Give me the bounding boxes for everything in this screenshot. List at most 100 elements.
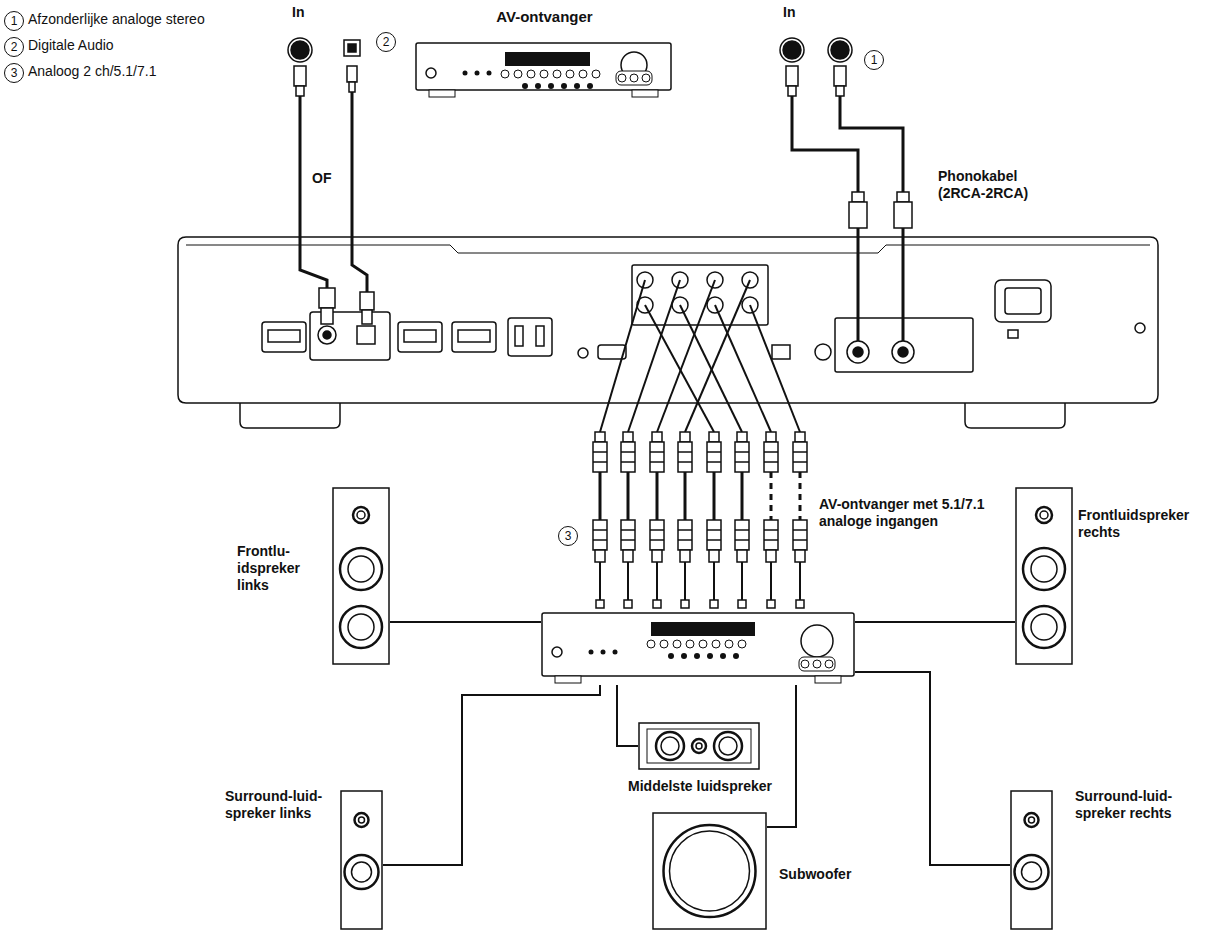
drawing-part xyxy=(1025,813,1039,827)
drawing-part xyxy=(836,86,844,96)
drawing-part xyxy=(645,305,714,432)
drawing-part xyxy=(712,640,720,648)
speaker-drawing xyxy=(1010,790,1053,930)
label: In xyxy=(292,4,304,21)
drawing-part xyxy=(710,600,718,608)
drawing-part xyxy=(353,507,369,523)
drawing-part xyxy=(892,341,914,363)
drawing-part xyxy=(680,305,742,432)
drawing-part xyxy=(262,322,306,352)
channel-jacks xyxy=(637,272,758,313)
drawing-part xyxy=(735,520,749,550)
drawing-part xyxy=(799,472,802,520)
drawing-part xyxy=(714,732,742,760)
drawing-part xyxy=(592,70,600,78)
drawing-part xyxy=(653,813,766,929)
drawing-part xyxy=(735,442,749,472)
callout-number: 1 xyxy=(864,50,884,70)
drawing-part xyxy=(670,831,750,911)
drawing-part xyxy=(501,70,509,78)
drawing-part xyxy=(678,442,692,472)
drawing-part xyxy=(898,347,908,357)
drawing-part xyxy=(621,442,635,472)
drawing-part xyxy=(678,452,692,462)
callout-number: 3 xyxy=(4,63,24,83)
drawing-part xyxy=(404,330,436,342)
drawing-part xyxy=(552,647,562,657)
node-label: Surround-luid- spreker links xyxy=(224,788,336,822)
drawing-part xyxy=(348,44,356,52)
drawing-part xyxy=(1005,288,1041,314)
drawing-part xyxy=(589,650,594,655)
drawing-part xyxy=(707,442,721,472)
drawing-part xyxy=(831,41,849,59)
player-rear-panel xyxy=(178,237,1158,428)
drawing-part xyxy=(725,640,733,648)
multichannel-cables xyxy=(593,280,807,608)
drawing-part xyxy=(574,83,580,89)
drawing-part xyxy=(793,530,807,540)
node-label: AV-ontvanger xyxy=(415,8,674,25)
drawing-part xyxy=(793,452,807,462)
speaker-wire xyxy=(617,685,638,746)
speaker: Frontlu- idspreker links xyxy=(332,487,390,665)
drawing-part xyxy=(357,326,375,344)
drawing-part xyxy=(750,305,800,432)
drawing-part xyxy=(709,550,719,562)
drawing-part xyxy=(452,322,496,352)
drawing-part xyxy=(737,432,747,442)
drawing-part xyxy=(616,71,652,85)
speaker: Surround-luid- spreker rechts xyxy=(1010,790,1053,930)
drawing-part xyxy=(737,550,747,562)
drawing-part xyxy=(632,265,768,325)
drawing-part xyxy=(965,400,1065,428)
drawing-part xyxy=(894,202,912,228)
drawing-part xyxy=(767,600,775,608)
drawing-part xyxy=(348,556,374,582)
drawing-part xyxy=(793,442,807,472)
subwoofer-drawing xyxy=(652,812,767,930)
drawing-part xyxy=(1015,855,1049,889)
drawing-part xyxy=(840,96,903,192)
drawing-part xyxy=(686,640,694,648)
drawing-part xyxy=(527,70,535,78)
drawing-part xyxy=(561,83,567,89)
drawing-part xyxy=(1029,817,1035,823)
drawing-part xyxy=(772,345,790,359)
drawing-part xyxy=(341,791,382,929)
callout-number: 1 xyxy=(4,11,24,31)
drawing-part xyxy=(596,600,604,608)
phono-cables xyxy=(780,38,912,341)
speaker-wire xyxy=(383,685,600,865)
drawing-part xyxy=(340,606,382,648)
av-receiver-drawing xyxy=(415,42,672,99)
drawing-part xyxy=(852,192,864,202)
drawing-part xyxy=(713,472,716,520)
av-receiver-drawing xyxy=(541,612,855,685)
drawing-part xyxy=(694,653,700,659)
drawing-part xyxy=(897,192,909,202)
drawing-part xyxy=(595,550,605,562)
drawing-part xyxy=(766,432,776,442)
drawing-part xyxy=(1011,791,1052,929)
speaker: Middelste luidspreker xyxy=(638,722,760,770)
drawing-part xyxy=(720,653,726,659)
speaker: Frontluidspreker rechts xyxy=(1015,487,1073,665)
drawing-part xyxy=(578,348,588,358)
drawing-part xyxy=(357,511,365,519)
drawing-part xyxy=(426,68,436,78)
drawing-part xyxy=(652,432,662,442)
drawing-part xyxy=(699,640,707,648)
drawing-part xyxy=(613,650,618,655)
label: Afzonderlijke analoge stereo xyxy=(28,11,205,28)
drawing-part xyxy=(650,520,664,550)
drawing-part xyxy=(475,71,480,76)
drawing-part xyxy=(656,472,659,520)
drawing-part xyxy=(359,817,365,823)
drawing-part xyxy=(595,432,605,442)
drawing-part xyxy=(764,442,778,472)
drawing-part xyxy=(505,52,590,66)
drawing-part xyxy=(360,292,374,310)
label: Digitale Audio xyxy=(28,37,114,54)
drawing-part xyxy=(735,452,749,462)
